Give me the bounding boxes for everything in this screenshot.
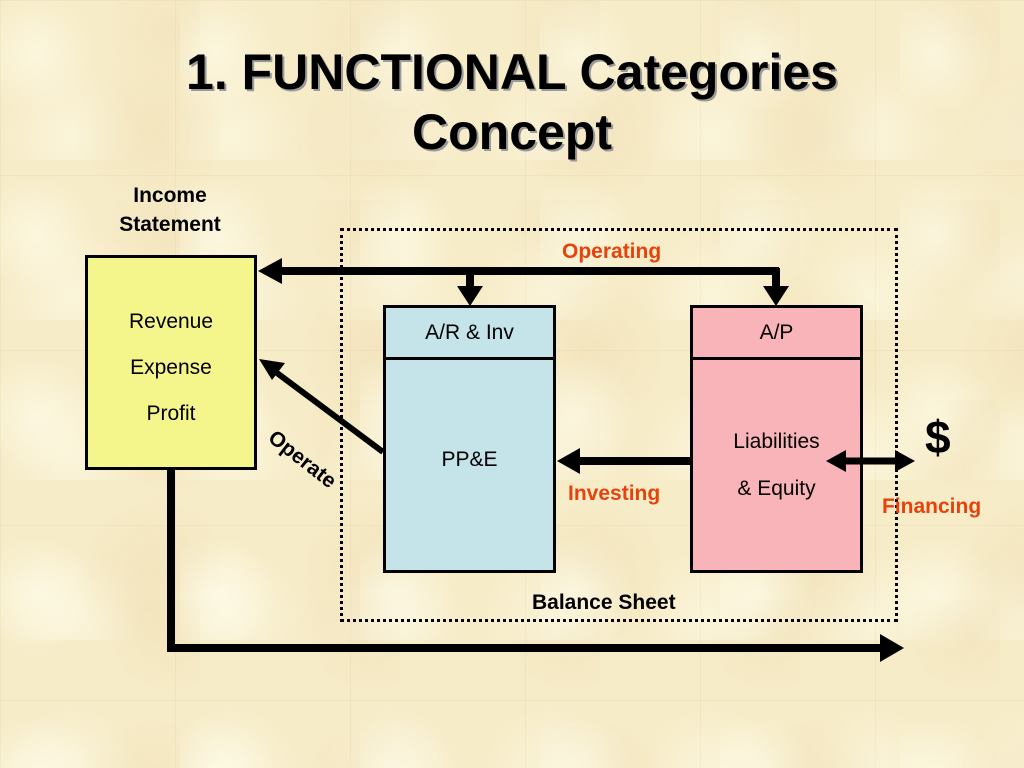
balance-sheet-boundary [340, 228, 898, 622]
arrow-head-icon [258, 258, 282, 284]
investing-label: Investing [568, 482, 661, 505]
income-statement-heading: Income Statement [98, 181, 242, 239]
liabilities-bottom-line-2: & Equity [737, 477, 816, 500]
assets-bottom-label: PP&E [441, 448, 498, 471]
arrow-head-icon [259, 359, 285, 380]
assets-top-divider [386, 357, 553, 360]
assets-box: A/R & Inv PP&E [383, 305, 556, 573]
income-item-revenue: Revenue [128, 310, 214, 333]
arrow-head-icon [763, 286, 789, 306]
liabilities-top-label: A/P [759, 321, 794, 344]
financing-label: Financing [882, 495, 982, 518]
dollar-sign-icon: $ [925, 411, 951, 463]
arrow-head-icon [895, 450, 915, 472]
title-line-1: 1. FUNCTIONAL Categories [186, 44, 838, 100]
operate-flow-line [271, 367, 385, 455]
arrow-head-icon [880, 634, 904, 662]
income-statement-box: Revenue Expense Profit [85, 255, 257, 470]
liabilities-bottom-line-1: Liabilities [733, 430, 820, 453]
title-line-2: Concept [412, 104, 612, 160]
assets-top-label: A/R & Inv [425, 321, 514, 344]
arrow-head-icon [826, 450, 846, 472]
operating-label: Operating [562, 240, 662, 263]
arrow-head-icon [457, 286, 483, 306]
liabilities-box: A/P Liabilities & Equity [690, 305, 863, 573]
income-statement-heading-line-1: Income [133, 184, 207, 207]
liabilities-top-divider [693, 357, 860, 360]
balance-sheet-label: Balance Sheet [532, 591, 676, 614]
income-statement-heading-line-2: Statement [119, 213, 221, 236]
income-item-profit: Profit [146, 402, 196, 425]
arrow-head-icon [557, 448, 580, 474]
slide-title: 1. FUNCTIONAL Categories Concept [0, 42, 1024, 162]
income-item-expense: Expense [130, 356, 212, 379]
